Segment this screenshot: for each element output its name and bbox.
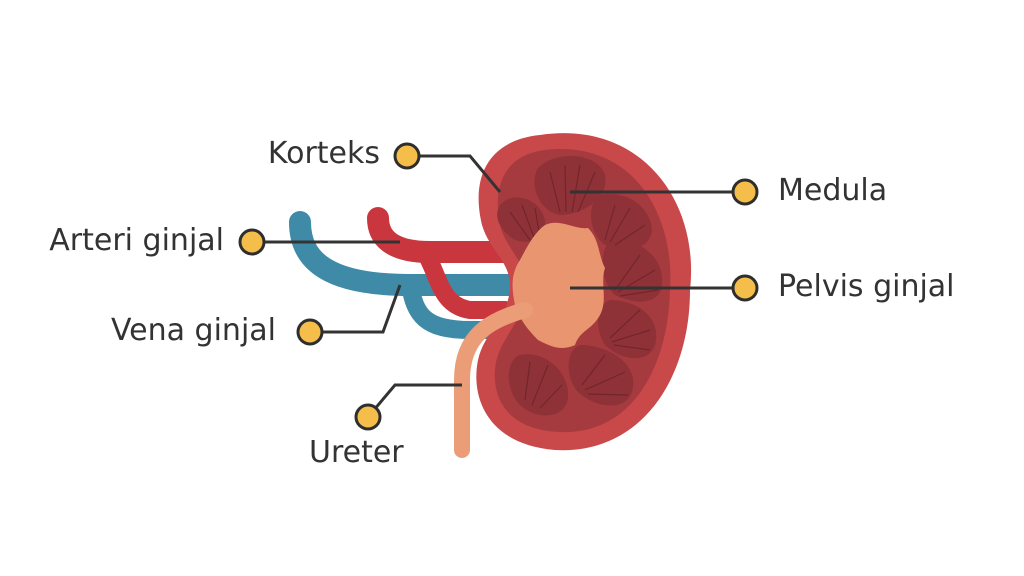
renal-vein	[289, 211, 536, 339]
marker-korteks	[393, 142, 421, 170]
marker-ureter	[354, 403, 382, 431]
marker-vena	[296, 318, 324, 346]
label-pelvis-ginjal: Pelvis ginjal	[778, 269, 955, 304]
label-ureter: Ureter	[309, 435, 404, 470]
pyramid-striations	[509, 164, 659, 409]
renal-pelvis	[512, 222, 605, 348]
marker-pelvis	[731, 274, 759, 302]
leader-korteks	[407, 154, 502, 193]
label-korteks: Korteks	[267, 136, 380, 171]
marker-arteri	[238, 228, 266, 256]
leader-lines	[252, 154, 745, 418]
leader-ureter	[366, 383, 462, 418]
label-vena-ginjal: Vena ginjal	[110, 313, 276, 348]
label-markers	[238, 142, 759, 431]
renal-artery	[367, 207, 531, 319]
label-arteri-ginjal: Arteri ginjal	[49, 223, 224, 258]
label-medula: Medula	[778, 173, 888, 208]
ureter-tube	[454, 302, 533, 458]
marker-medula	[731, 178, 759, 206]
leader-vena	[310, 284, 402, 334]
